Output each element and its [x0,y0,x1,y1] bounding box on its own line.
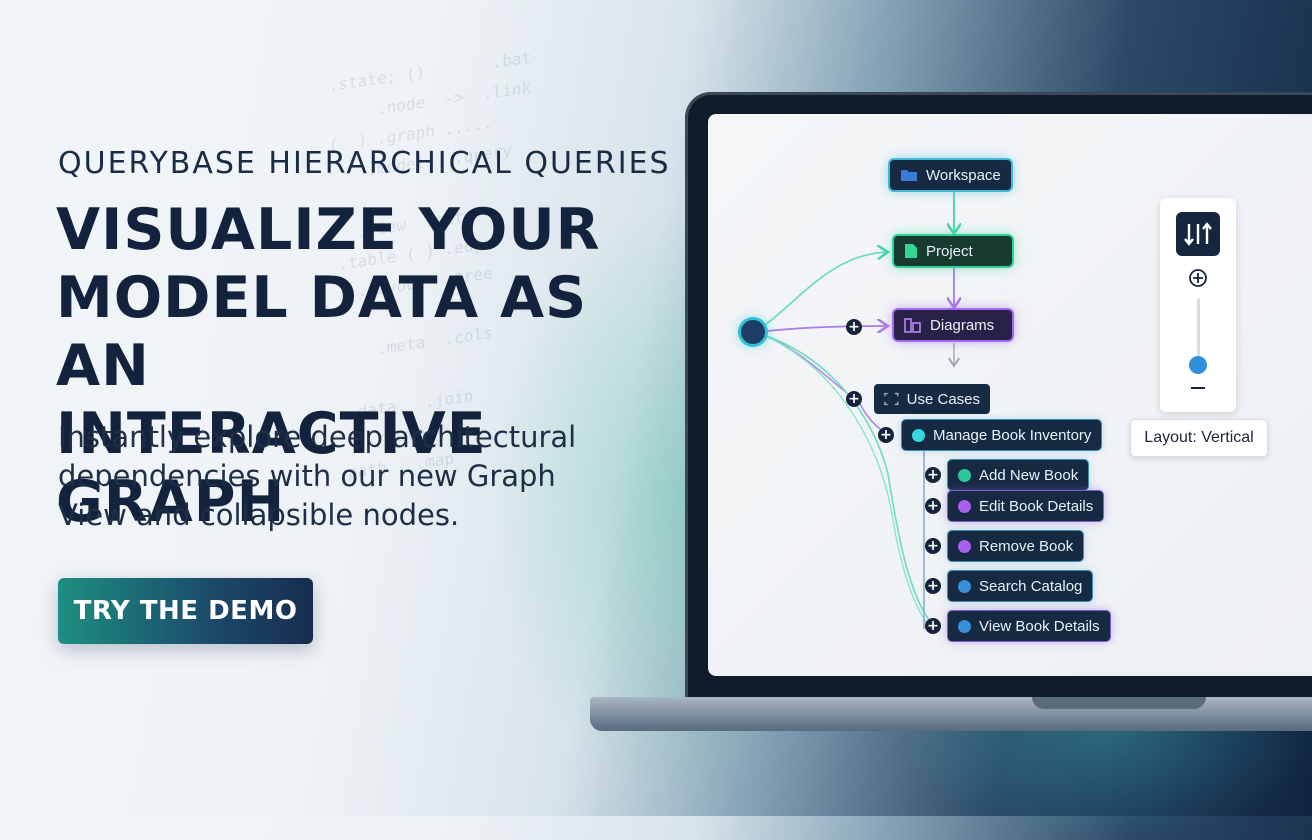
laptop-notch [1032,697,1206,709]
graph-root-node[interactable] [741,320,765,344]
node-status-dot [958,539,971,553]
node-status-dot [912,428,925,442]
node-label: Manage Book Inventory [933,426,1092,444]
zoom-slider-thumb[interactable] [1189,356,1207,374]
edge-root-use-cases [754,331,854,399]
node-label: Edit Book Details [979,497,1094,515]
document-icon [905,244,917,258]
node-label: Workspace [926,166,1001,184]
node-edit-book-details[interactable]: Edit Book Details [948,491,1104,521]
vertical-layout-icon [1184,222,1212,246]
zoom-slider[interactable] [1197,298,1200,370]
node-status-dot [958,499,971,513]
use-case-icon [884,392,899,406]
zoom-out-button[interactable] [1187,378,1209,400]
node-label: Use Cases [906,390,980,408]
expand-node-button[interactable]: + [925,538,941,554]
headline-line: MODEL DATA AS AN [56,265,588,399]
node-status-dot [958,579,971,593]
expand-node-button[interactable]: + [925,618,941,634]
headline-line: INTERACTIVE GRAPH [56,401,487,535]
node-status-dot [958,468,971,482]
graph-controls-panel [1160,198,1236,412]
graph-view-screen: Workspace Project Diagrams Use Cases Man… [708,114,1312,676]
edge-root-project [754,252,888,333]
eyebrow-label: QUERYBASE HIERARCHICAL QUERIES [58,146,671,181]
zoom-in-button[interactable] [1187,268,1209,290]
node-search-catalog[interactable]: Search Catalog [948,571,1093,601]
zoom-in-icon [1189,269,1207,287]
node-label: Project [926,242,973,260]
node-diagrams[interactable]: Diagrams [894,310,1012,340]
node-label: View Book Details [979,617,1100,635]
headline: VISUALIZE YOUR MODEL DATA AS AN INTERACT… [56,196,656,536]
node-label: Add New Book [979,466,1079,484]
layout-mode-label: Layout: Vertical [1130,419,1268,457]
node-add-new-book[interactable]: Add New Book [948,460,1089,490]
node-label: Remove Book [979,537,1074,555]
node-project[interactable]: Project [894,236,1012,266]
node-status-dot [958,619,971,633]
subtitle: Instantly explore deep architectural dep… [58,420,577,532]
folder-icon [901,170,917,181]
node-manage-book-inventory[interactable]: Manage Book Inventory [902,420,1102,450]
expand-node-button[interactable]: + [925,467,941,483]
headline-line: VISUALIZE YOUR [56,197,601,263]
try-demo-button[interactable]: TRY THE DEMO [58,578,313,644]
graph-edges [754,192,1312,630]
node-remove-book[interactable]: Remove Book [948,531,1084,561]
node-label: Diagrams [930,316,995,334]
node-view-book-details[interactable]: View Book Details [948,611,1110,641]
layout-toggle-button[interactable] [1176,212,1220,256]
edge-root-branch-b [754,331,933,630]
edge-root-diagrams [754,326,888,332]
expand-node-button[interactable]: + [846,319,862,335]
node-workspace[interactable]: Workspace [890,160,1011,190]
diagram-icon [904,317,921,333]
expand-node-button[interactable]: + [846,391,862,407]
node-use-cases[interactable]: Use Cases [874,384,990,414]
edge-root-branch-a [754,331,933,625]
expand-node-button[interactable]: + [925,578,941,594]
expand-node-button[interactable]: + [925,498,941,514]
node-label: Search Catalog [979,577,1083,595]
zoom-out-icon [1191,387,1205,389]
expand-node-button[interactable]: + [878,427,894,443]
